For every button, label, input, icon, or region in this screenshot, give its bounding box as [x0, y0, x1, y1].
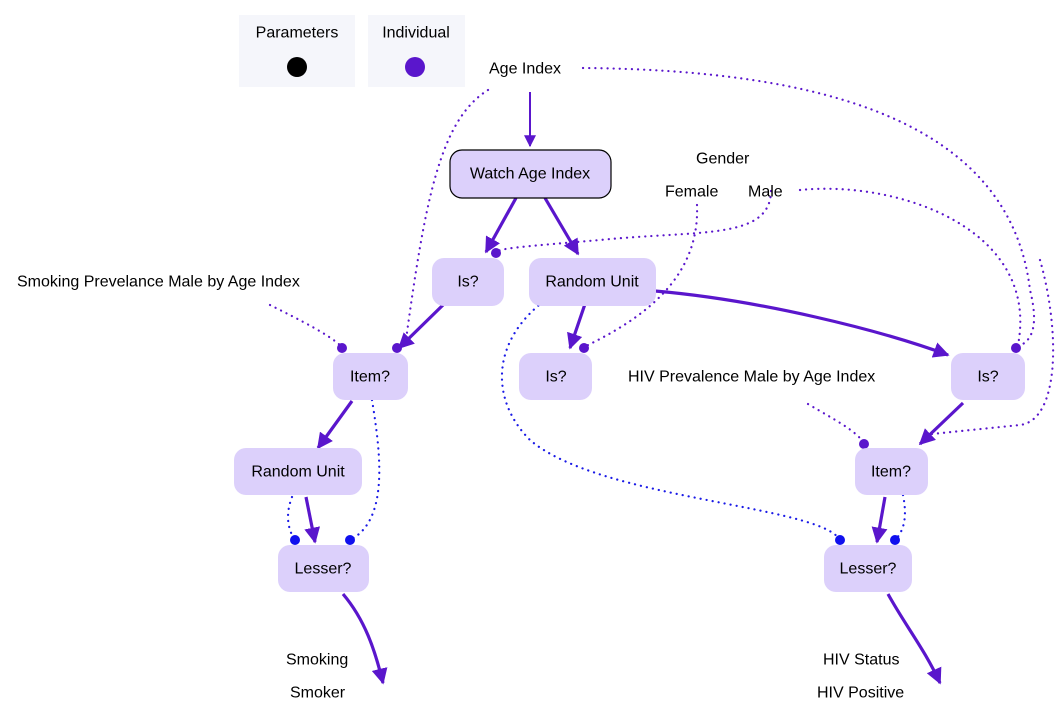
edge-item-right-to-lesser-right [893, 493, 906, 542]
edge-male-to-is-right [798, 187, 1022, 347]
node-is-middle[interactable]: Is? [519, 353, 592, 400]
male-label: Male [748, 184, 783, 201]
lesser-left-label: Lesser? [295, 561, 352, 578]
watch-age-index-box[interactable] [449, 149, 612, 199]
edge-lesser-right-to-hiv [886, 593, 942, 685]
is-middle-label: Is? [545, 369, 566, 386]
item-right-port-prevalence [859, 439, 869, 449]
item-right-label: Item? [871, 464, 911, 481]
item-left-box[interactable] [333, 353, 408, 400]
edge-smoking-prev-to-item-left [268, 303, 344, 349]
smoking-label: Smoking [286, 652, 348, 669]
parameters-dot-icon [287, 57, 307, 77]
output-labels: Smoking Smoker HIV Status HIV Positive [286, 652, 904, 702]
edge-age-to-item-left [403, 88, 490, 349]
input-labels: Age Index Gender Female Male Smoking Pre… [17, 61, 875, 386]
node-watch-age-index[interactable]: Watch Age Index [449, 149, 612, 199]
random-unit-left-box[interactable] [234, 448, 362, 495]
edge-item-right-to-lesser-right [871, 496, 888, 544]
is-right-label: Is? [977, 369, 998, 386]
edge-female-to-is-middle [582, 203, 699, 349]
lesser-left-port-a [290, 535, 300, 545]
edge-random-top-to-is-right [654, 289, 950, 358]
edge-random-top-to-is-middle [567, 303, 587, 350]
lesser-right-port-b [890, 535, 900, 545]
is-right-box[interactable] [951, 353, 1025, 400]
age-index-label: Age Index [489, 61, 561, 78]
edge-item-left-to-random-left [316, 400, 354, 450]
node-lesser-left[interactable]: Lesser? [278, 545, 369, 592]
watch-age-index-label: Watch Age Index [470, 166, 590, 183]
is-middle-port [579, 343, 589, 353]
edge-random-left-to-lesser-left [286, 495, 297, 542]
edge-random-left-to-lesser-left [304, 496, 321, 544]
random-unit-top-box[interactable] [529, 258, 656, 306]
dotted-edges [268, 66, 1055, 542]
edge-item-left-to-lesser-left [348, 398, 381, 542]
nodes: Watch Age Index Is? Random Unit Is? Is? … [234, 149, 1025, 592]
lesser-right-port-a [835, 535, 845, 545]
hiv-positive-label: HIV Positive [817, 685, 904, 702]
female-label: Female [665, 184, 718, 201]
legend-individual: Individual [368, 15, 465, 87]
edge-watch-to-random-top [543, 197, 580, 256]
legend: Parameters Individual [239, 15, 465, 87]
random-unit-left-label: Random Unit [251, 464, 345, 481]
is-right-port [1011, 343, 1021, 353]
node-item-right[interactable]: Item? [855, 448, 928, 495]
is-left-label: Is? [457, 274, 478, 291]
edge-hiv-prev-to-item-right [806, 402, 866, 445]
edge-male-to-is-left [494, 189, 773, 254]
lesser-left-port-b [345, 535, 355, 545]
edge-lesser-left-to-smoker [341, 592, 388, 685]
edge-watch-to-is-left [484, 197, 518, 254]
hiv-status-label: HIV Status [823, 652, 899, 669]
hiv-prevalence-label: HIV Prevalence Male by Age Index [628, 369, 875, 386]
item-left-port-prevalence [337, 343, 347, 353]
legend-individual-label: Individual [382, 25, 450, 42]
item-left-port-index [392, 343, 402, 353]
is-left-port [491, 248, 501, 258]
lesser-right-box[interactable] [824, 545, 912, 592]
legend-parameters-label: Parameters [256, 25, 339, 42]
is-middle-box[interactable] [519, 353, 592, 400]
smoking-prevalence-label: Smoking Prevelance Male by Age Index [17, 274, 300, 291]
gender-label: Gender [696, 151, 750, 168]
node-is-right[interactable]: Is? [951, 353, 1025, 400]
item-right-box[interactable] [855, 448, 928, 495]
individual-dot-icon [405, 57, 425, 77]
node-item-left[interactable]: Item? [333, 353, 408, 400]
node-is-left[interactable]: Is? [432, 258, 504, 306]
edge-random-top-to-lesser-right [500, 296, 842, 542]
item-left-label: Item? [350, 369, 390, 386]
node-random-unit-left[interactable]: Random Unit [234, 448, 362, 495]
smoker-label: Smoker [290, 685, 346, 702]
is-left-box[interactable] [432, 258, 504, 306]
edge-is-left-to-item-left [397, 303, 445, 350]
node-random-unit-top[interactable]: Random Unit [529, 258, 656, 306]
edge-age-to-is-right [581, 66, 1036, 349]
ports [290, 248, 1021, 545]
legend-parameters: Parameters [239, 15, 355, 87]
node-lesser-right[interactable]: Lesser? [824, 545, 912, 592]
lesser-right-label: Lesser? [840, 561, 897, 578]
random-unit-top-label: Random Unit [545, 274, 639, 291]
edge-age-to-item-right [920, 258, 1055, 437]
edge-is-right-to-item-right [918, 401, 965, 446]
solid-edges [304, 92, 965, 685]
lesser-left-box[interactable] [278, 545, 369, 592]
